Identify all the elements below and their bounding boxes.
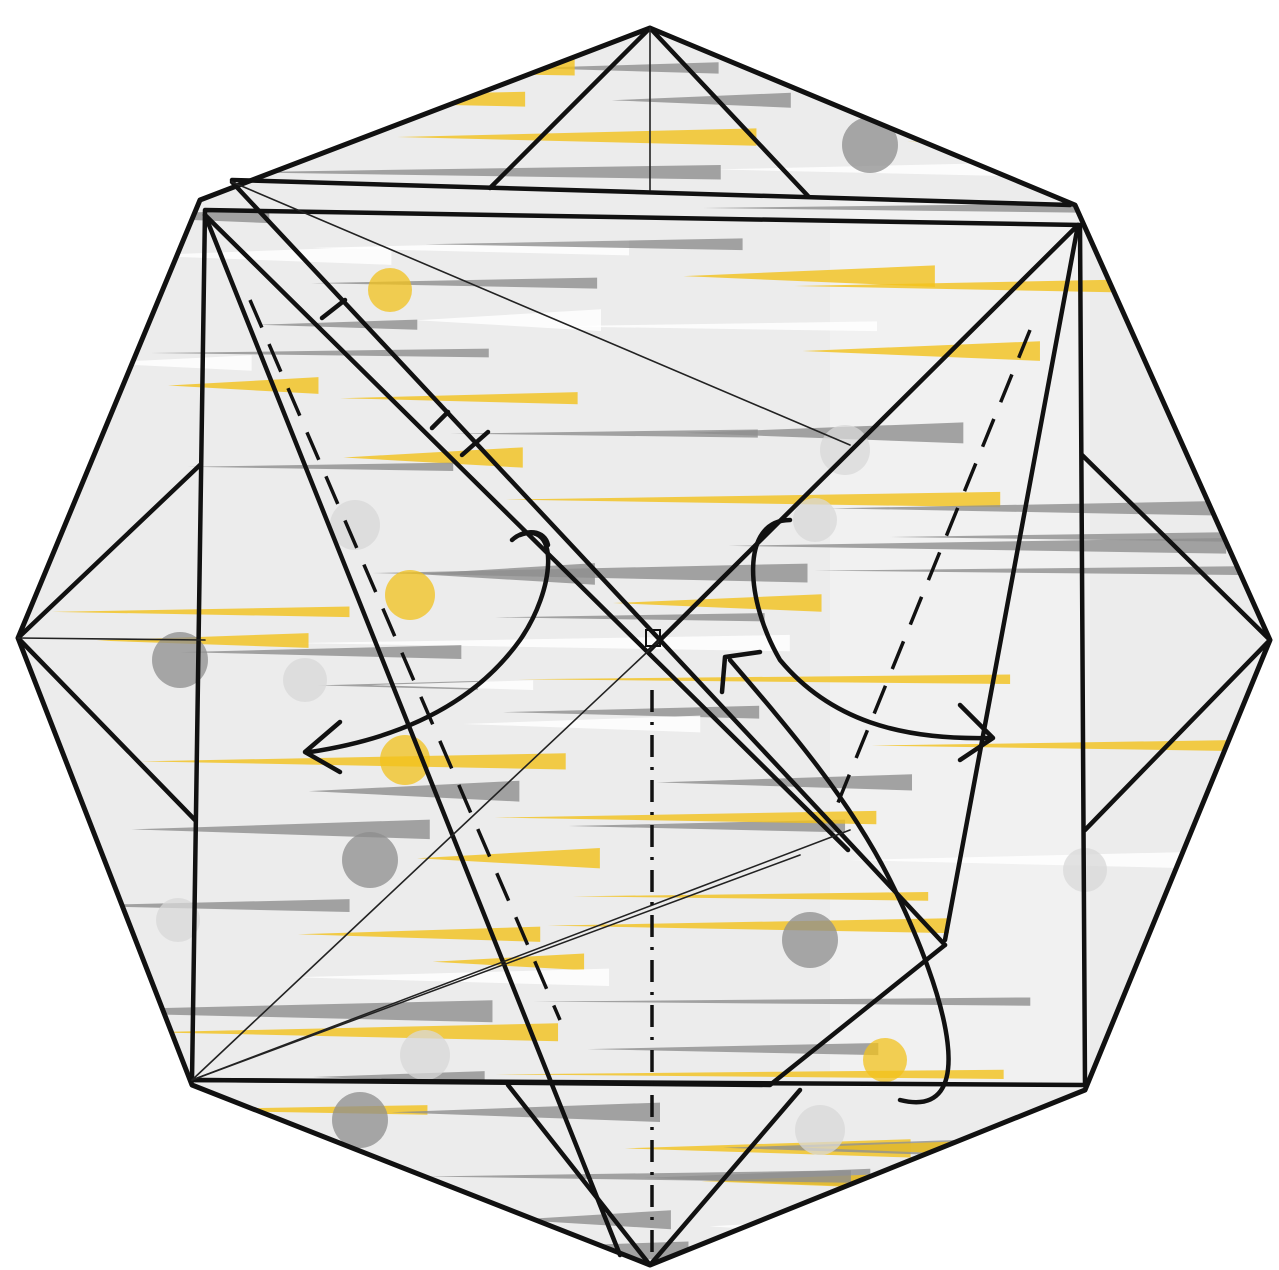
paper-dot bbox=[332, 1092, 388, 1148]
paper-dot bbox=[342, 832, 398, 888]
paper-dot bbox=[795, 1105, 845, 1155]
paper-dot bbox=[863, 1038, 907, 1082]
paper-dot bbox=[368, 268, 412, 312]
paper-stripe bbox=[91, 59, 575, 75]
paper-dot bbox=[782, 912, 838, 968]
paper-dot bbox=[820, 425, 870, 475]
paper-stripe bbox=[907, 136, 1226, 147]
paper-dot bbox=[385, 570, 435, 620]
paper-stripe bbox=[291, 1250, 588, 1270]
paper-dot bbox=[400, 1030, 450, 1080]
paper-stripe bbox=[865, 99, 1279, 109]
paper-dot bbox=[283, 658, 327, 702]
